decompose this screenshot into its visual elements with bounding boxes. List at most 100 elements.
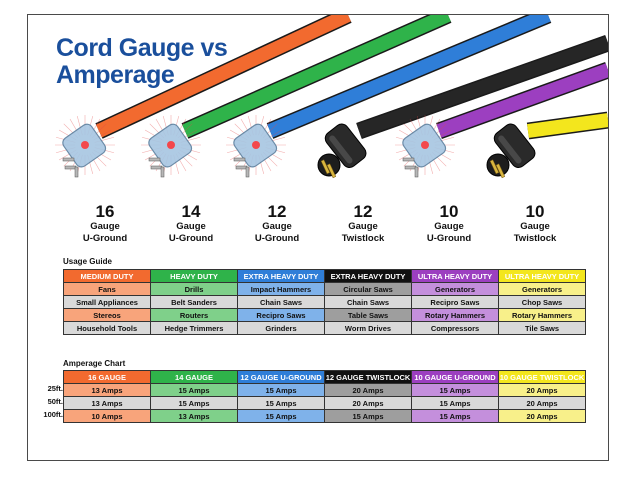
cord-illustrations (55, 15, 608, 179)
amperage-column-header: 10 GAUGE TWISTLOCK (498, 370, 586, 384)
usage-cell: Routers (150, 308, 238, 322)
usage-cell: Chain Saws (324, 295, 412, 309)
amperage-column-header: 16 GAUGE (63, 370, 151, 384)
u-ground-plug-icon (141, 115, 201, 178)
gauge-word: Gauge (176, 221, 206, 232)
amperage-cell: 20 Amps (498, 409, 586, 423)
amperage-cell: 20 Amps (498, 396, 586, 410)
gauge-number: 10 (439, 202, 459, 221)
twistlock-plug-icon (486, 123, 536, 179)
usage-cell: Small Appliances (63, 295, 151, 309)
usage-column-header: EXTRA HEAVY DUTY (237, 269, 325, 283)
usage-cell: Recipro Saws (411, 295, 499, 309)
cord-cable (267, 15, 551, 138)
length-label: 25ft. (47, 384, 63, 393)
length-label: 100ft. (43, 410, 63, 419)
usage-cell: Fans (63, 282, 151, 296)
usage-cell: Chop Saws (498, 295, 586, 309)
cord-cable (356, 36, 608, 138)
usage-cell: Compressors (411, 321, 499, 335)
cord-5 (395, 62, 608, 178)
usage-column-header: MEDIUM DUTY (63, 269, 151, 283)
gauge-type: U-Ground (254, 233, 300, 244)
amperage-cell: 15 Amps (411, 383, 499, 397)
twistlock-plug-icon (317, 123, 367, 179)
title-line-2: Amperage (56, 61, 175, 89)
cord-1 (55, 15, 352, 178)
cord-cable (527, 113, 608, 138)
amperage-cell: 13 Amps (150, 409, 238, 423)
gauge-type: Twistlock (341, 233, 385, 244)
gauge-type: U-Ground (82, 233, 128, 244)
usage-cell: Grinders (237, 321, 325, 335)
amperage-chart-heading: Amperage Chart (63, 359, 126, 368)
amperage-cell: 15 Amps (237, 409, 325, 423)
cord-cable (436, 63, 608, 138)
gauge-type: U-Ground (168, 233, 214, 244)
usage-cell: Recipro Saws (237, 308, 325, 322)
amperage-cell: 20 Amps (324, 396, 412, 410)
amperage-cell: 15 Amps (150, 396, 238, 410)
amperage-cell: 15 Amps (150, 383, 238, 397)
page-title: Cord Gauge vs Amperage (56, 34, 228, 89)
amperage-column-header: 10 GAUGE U-GROUND (411, 370, 499, 384)
u-ground-plug-icon (226, 115, 286, 178)
usage-cell: Belt Sanders (150, 295, 238, 309)
usage-cell: Hedge Trimmers (150, 321, 238, 335)
usage-cell: Tile Saws (498, 321, 586, 335)
cord-6 (486, 111, 608, 179)
usage-column-header: ULTRA HEAVY DUTY (498, 269, 586, 283)
usage-cell: Circular Saws (324, 282, 412, 296)
gauge-number: 12 (353, 202, 373, 221)
amperage-cell: 13 Amps (63, 396, 151, 410)
usage-cell: Worm Drives (324, 321, 412, 335)
usage-cell: Chain Saws (237, 295, 325, 309)
u-ground-plug-icon (55, 115, 115, 178)
cord-cable (182, 15, 451, 138)
amperage-cell: 15 Amps (324, 409, 412, 423)
cord-4 (317, 34, 608, 179)
amperage-column-header: 12 GAUGE U-GROUND (237, 370, 325, 384)
cord-2 (141, 15, 452, 178)
gauge-number: 12 (267, 202, 287, 221)
gauge-number: 16 (95, 202, 115, 221)
amperage-cell: 15 Amps (411, 409, 499, 423)
amperage-cell: 10 Amps (63, 409, 151, 423)
usage-guide-heading: Usage Guide (63, 257, 112, 266)
usage-cell: Rotary Hammers (411, 308, 499, 322)
amperage-column-header: 12 GAUGE TWISTLOCK (324, 370, 412, 384)
gauge-word: Gauge (90, 221, 120, 232)
usage-cell: Generators (498, 282, 586, 296)
usage-cell: Household Tools (63, 321, 151, 335)
gauge-word: Gauge (348, 221, 378, 232)
title-line-1: Cord Gauge vs (56, 34, 228, 62)
usage-cell: Table Saws (324, 308, 412, 322)
amperage-cell: 13 Amps (63, 383, 151, 397)
amperage-cell: 15 Amps (411, 396, 499, 410)
usage-cell: Generators (411, 282, 499, 296)
amperage-cell: 20 Amps (324, 383, 412, 397)
amperage-column-header: 14 GAUGE (150, 370, 238, 384)
usage-column-header: HEAVY DUTY (150, 269, 238, 283)
usage-column-header: EXTRA HEAVY DUTY (324, 269, 412, 283)
gauge-word: Gauge (520, 221, 550, 232)
gauge-number: 14 (181, 202, 201, 221)
usage-cell: Drills (150, 282, 238, 296)
amperage-cell: 15 Amps (237, 396, 325, 410)
